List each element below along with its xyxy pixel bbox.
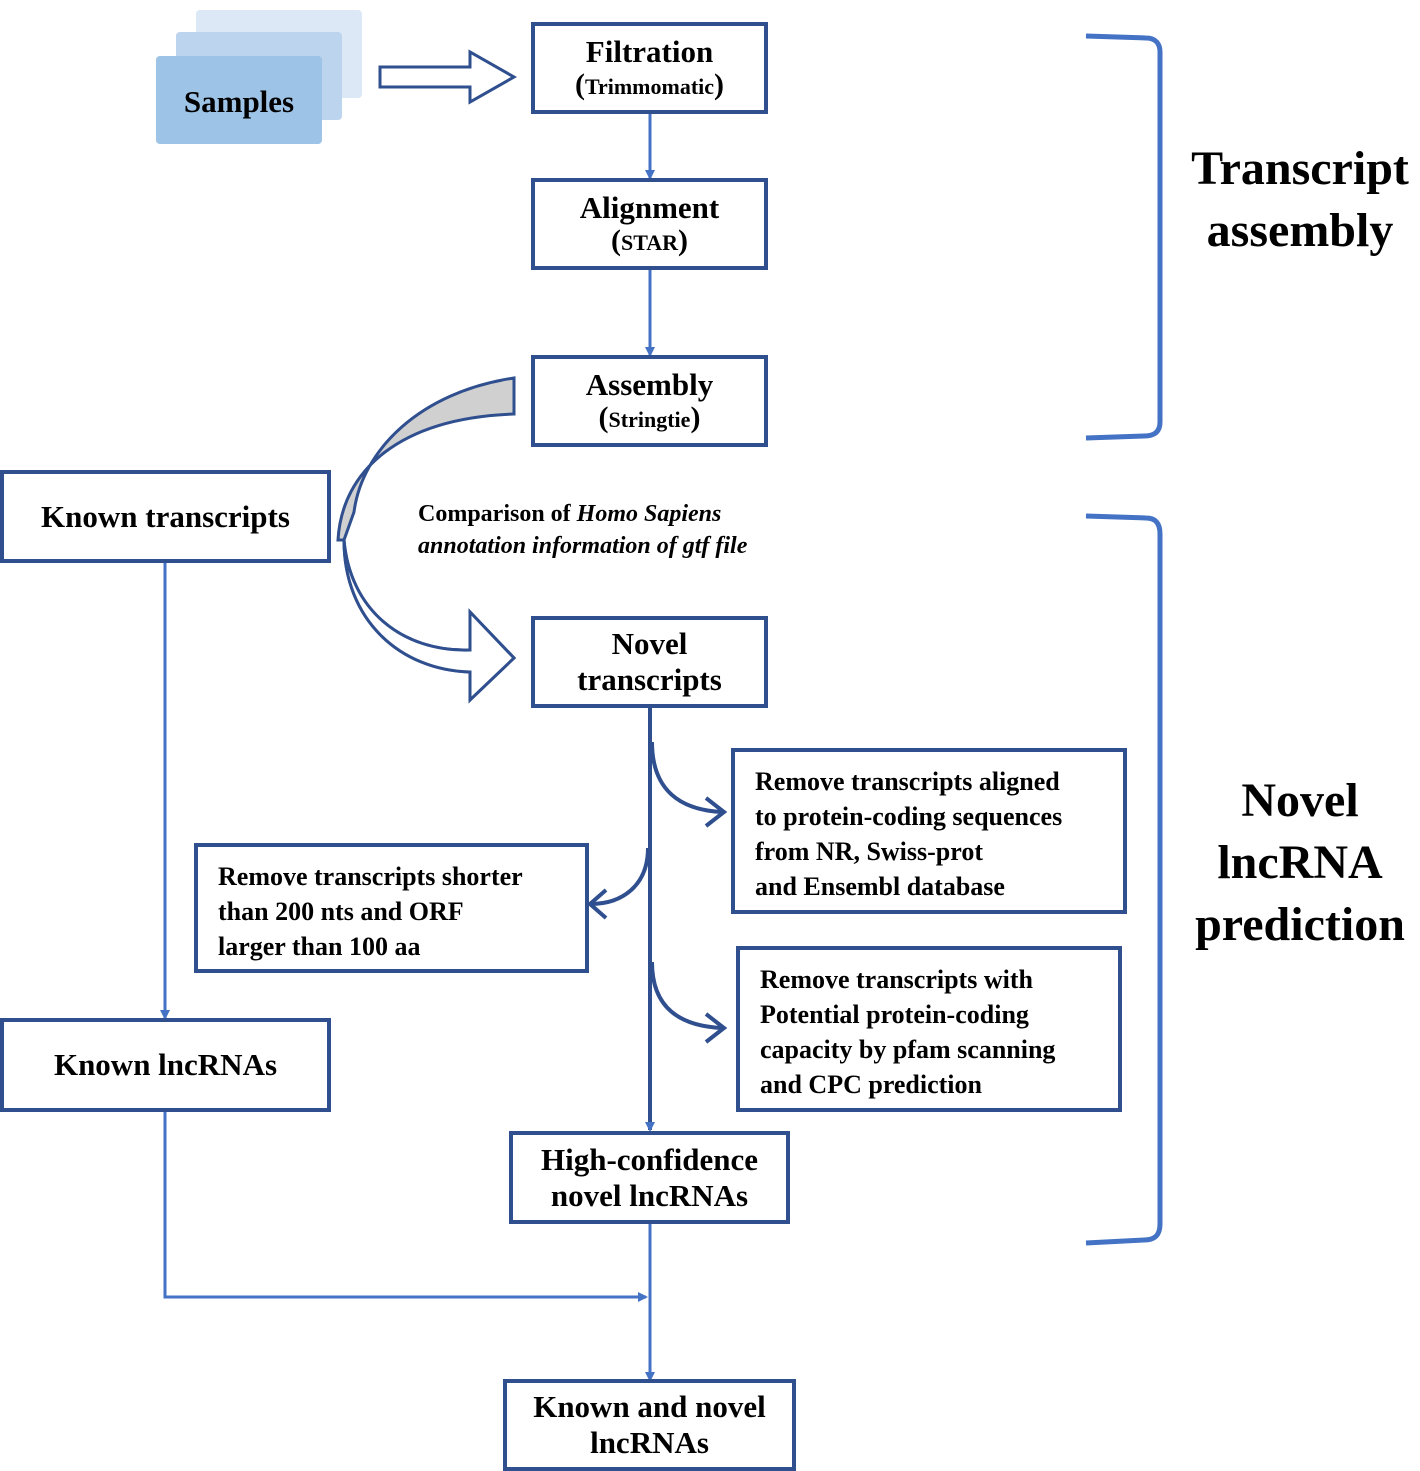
assembly-title: Assembly <box>585 367 714 402</box>
comparison-line-2: annotation information of gtf file <box>418 533 748 559</box>
high-confidence-line-2: novel lncRNAs <box>550 1177 749 1213</box>
novel-transcripts-line-1: Novel <box>611 626 688 661</box>
final-line-1: Known and novel <box>533 1389 766 1424</box>
filtration-title: Filtration <box>585 34 714 69</box>
protein-filter-line: Remove transcripts aligned <box>755 767 1060 796</box>
filtration-box: Filtration (Trimmomatic) <box>531 22 768 114</box>
length-filter-line: Remove transcripts shorter <box>218 862 523 891</box>
length-filter-line: larger than 100 aa <box>218 932 421 961</box>
pfam-filter-line: Remove transcripts with <box>760 965 1033 994</box>
novel-prediction-label: Novel lncRNA prediction <box>1180 770 1420 956</box>
filtration-tool: (Trimmomatic) <box>574 68 725 101</box>
assembly-tool: (Stringtie) <box>598 401 701 434</box>
novel-transcripts-box: Novel transcripts <box>531 616 768 708</box>
high-confidence-box: High-confidence novel lncRNAs <box>509 1131 790 1224</box>
branch-to-pfam-filter-arrow <box>650 961 723 1030</box>
known-lncrnas-label: Known lncRNAs <box>53 1047 278 1082</box>
section-label-line: Novel <box>1241 774 1359 827</box>
samples-to-filtration-arrow <box>378 49 518 105</box>
transcript-assembly-label: Transcript assembly <box>1180 138 1420 262</box>
section-label-line: assembly <box>1206 204 1394 257</box>
protein-filter-box: Remove transcripts aligned to protein-co… <box>731 748 1127 914</box>
section-label-line: prediction <box>1195 898 1405 951</box>
samples-label: Samples <box>183 84 295 119</box>
known-lncrnas-box: Known lncRNAs <box>0 1018 331 1112</box>
protein-filter-line: and Ensembl database <box>755 872 1005 901</box>
known-transcripts-label: Known transcripts <box>41 498 290 534</box>
branch-to-protein-filter-arrow <box>650 741 723 814</box>
alignment-tool: (STAR) <box>610 224 689 257</box>
assembly-box: Assembly (Stringtie) <box>531 355 768 447</box>
novel-transcripts-line-2: transcripts <box>577 662 722 697</box>
known-transcripts-box: Known transcripts <box>0 470 331 563</box>
length-filter-box: Remove transcripts shorter than 200 nts … <box>194 843 589 973</box>
protein-filter-line: from NR, Swiss-prot <box>755 837 983 866</box>
section-label-line: Transcript <box>1191 142 1409 195</box>
assembly-to-novel-curved-arrow <box>336 376 517 704</box>
section-label-line: lncRNA <box>1217 836 1383 889</box>
alignment-title: Alignment <box>579 190 720 225</box>
pfam-filter-box: Remove transcripts with Potential protei… <box>736 946 1122 1112</box>
protein-filter-line: to protein-coding sequences <box>755 802 1063 831</box>
comparison-caption: Comparison of Homo Sapiens annotation in… <box>418 498 747 562</box>
transcript-assembly-bracket <box>1085 33 1163 441</box>
pfam-filter-line: Potential protein-coding <box>760 1000 1029 1029</box>
alignment-box: Alignment (STAR) <box>531 178 768 270</box>
comparison-line-1: Comparison of Homo Sapiens <box>418 501 722 527</box>
pfam-filter-line: and CPC prediction <box>760 1070 982 1099</box>
novel-prediction-bracket <box>1085 513 1163 1246</box>
final-line-2: lncRNAs <box>590 1425 709 1460</box>
pfam-filter-line: capacity by pfam scanning <box>760 1035 1056 1064</box>
species-name: Homo Sapiens <box>576 501 722 527</box>
known-lncrnas-to-merge-line <box>163 1110 648 1302</box>
final-lncrnas-box: Known and novel lncRNAs <box>503 1379 796 1471</box>
samples-stack-icon <box>156 10 362 144</box>
high-confidence-line-1: High-confidence <box>541 1141 758 1177</box>
length-filter-line: than 200 nts and ORF <box>218 897 464 926</box>
branch-to-length-filter-arrow <box>589 847 650 906</box>
